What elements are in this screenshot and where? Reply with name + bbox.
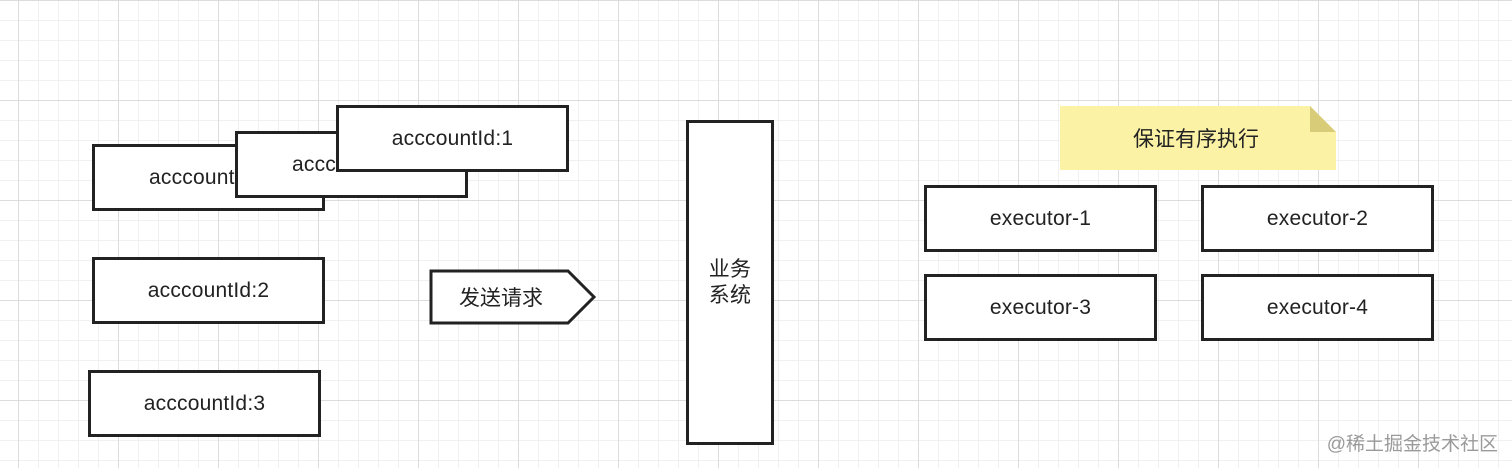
executor-label-1: executor-1	[989, 206, 1092, 230]
executor-box-3: executor-3	[924, 274, 1157, 341]
account-box-front: acccountId:1	[336, 105, 569, 172]
executor-box-4: executor-4	[1201, 274, 1434, 341]
executor-label-2: executor-2	[1266, 206, 1369, 230]
executor-label-3: executor-3	[989, 295, 1092, 319]
executor-label-4: executor-4	[1266, 295, 1369, 319]
send-request-arrow-shape	[429, 269, 597, 325]
executor-box-2: executor-2	[1201, 185, 1434, 252]
business-system-box: 业务 系统	[686, 120, 774, 445]
sticky-note-label: 保证有序执行	[1133, 128, 1259, 151]
account-box-2: acccountId:2	[92, 257, 325, 324]
business-system-line2: 系统	[708, 283, 752, 307]
sticky-note-fold-icon	[1310, 106, 1336, 132]
account-label-2: acccountId:2	[147, 278, 270, 302]
sticky-note: 保证有序执行	[1060, 106, 1336, 170]
watermark: @稀土掘金技术社区	[1326, 434, 1498, 455]
account-box-3: acccountId:3	[88, 370, 321, 437]
send-request-label: 发送请求	[459, 287, 543, 310]
send-request-arrow	[429, 269, 597, 325]
account-label-3: acccountId:3	[143, 391, 266, 415]
account-label-front: acccountId:1	[391, 126, 514, 150]
business-system-line1: 业务	[708, 257, 752, 281]
executor-box-1: executor-1	[924, 185, 1157, 252]
